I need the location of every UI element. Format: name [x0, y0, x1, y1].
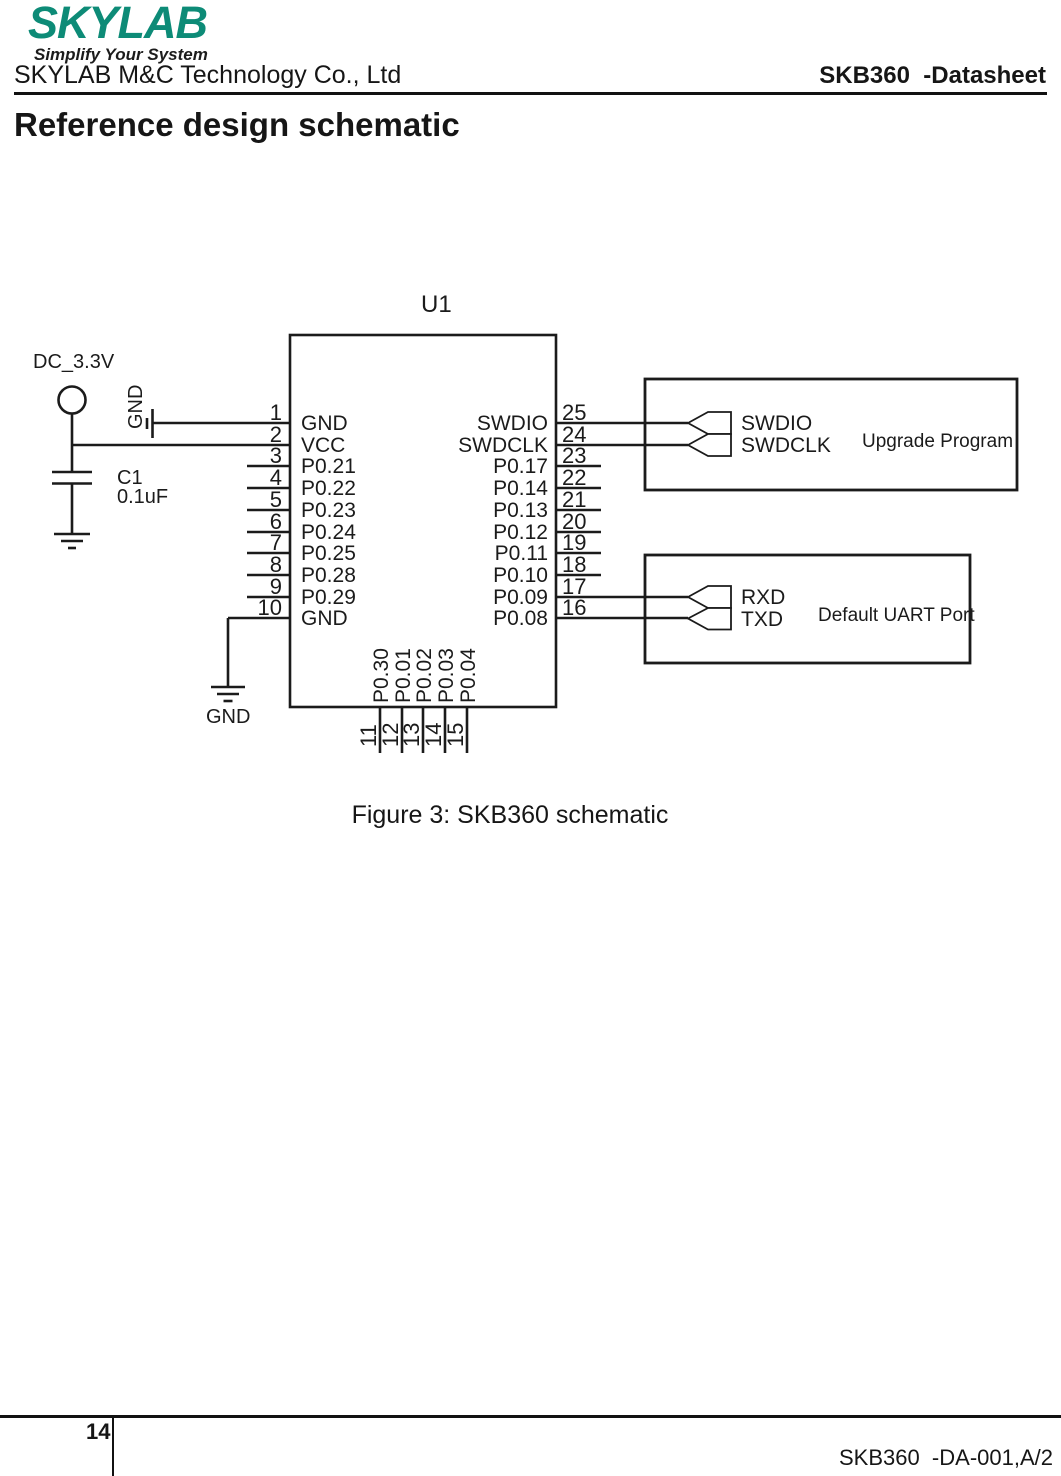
pin-number: 24: [562, 422, 586, 447]
pin-number: 8: [270, 552, 282, 577]
port-signal-label: TXD: [741, 608, 783, 631]
pin-number: 2: [270, 422, 282, 447]
pin-number: 4: [270, 465, 282, 490]
pin-number: 23: [562, 443, 586, 468]
pin-number: 25: [562, 400, 586, 425]
pin-number: 12: [378, 723, 403, 747]
pin-label: GND: [301, 607, 348, 630]
pin-label: P0.30: [370, 648, 393, 703]
pin-number: 6: [270, 509, 282, 534]
pin-label: VCC: [301, 434, 345, 457]
pin-label: P0.24: [301, 521, 356, 544]
pin-label: P0.04: [457, 648, 480, 703]
ground-symbol: [211, 685, 245, 703]
pin-number: 15: [443, 723, 468, 747]
footer-doc-ref: SKB360 -DA-001,A/2: [838, 1445, 1053, 1470]
pin-label: P0.12: [493, 521, 548, 544]
port-tag-icon: [686, 411, 732, 631]
pin-number: 5: [270, 487, 282, 512]
pin-number: 10: [258, 595, 282, 620]
pin-number: 19: [562, 530, 586, 555]
pin-number: 16: [562, 595, 586, 620]
pin-label: P0.09: [493, 586, 548, 609]
pin-label: P0.29: [301, 586, 356, 609]
skylab-logo: SKYLAB: [28, 0, 208, 48]
pin-label: SWDIO: [477, 412, 548, 435]
pin-label: P0.21: [301, 455, 356, 478]
schematic-wires: [52, 333, 1019, 753]
uart-port-box: [643, 553, 972, 665]
pin-label: P0.17: [493, 455, 548, 478]
ground-tap-icon: [145, 409, 154, 438]
ground-symbol: [54, 532, 90, 550]
port-signal-label: RXD: [741, 586, 785, 609]
pin-number: 7: [270, 530, 282, 555]
header-doc-title: SKB360 -Datasheet: [819, 62, 1046, 89]
page-title: Reference design schematic: [14, 106, 460, 143]
upgrade-program-label: Upgrade Program: [862, 431, 1013, 452]
capacitor-icon: [52, 470, 92, 485]
port-signal-label: SWDCLK: [741, 434, 831, 457]
gnd-label-bottom: GND: [206, 706, 250, 728]
power-rail-label: DC_3.3V: [33, 351, 115, 373]
pin-label: P0.08: [493, 607, 548, 630]
pin-label: P0.10: [493, 564, 548, 587]
pin-number: 18: [562, 552, 586, 577]
upgrade-program-box: [643, 377, 1019, 492]
pin-label: P0.28: [301, 564, 356, 587]
ic-designator: U1: [421, 291, 452, 318]
pin-number: 9: [270, 574, 282, 599]
header-rule: [14, 92, 1047, 95]
uart-port-label: Default UART Port: [818, 605, 975, 626]
pin-label: P0.25: [301, 542, 356, 565]
pin-label: GND: [301, 412, 348, 435]
power-terminal-icon: [57, 385, 87, 415]
pin-number: 20: [562, 509, 586, 534]
pin-number: 13: [399, 723, 424, 747]
page-number: 14: [86, 1419, 111, 1444]
footer-divider: [112, 1415, 114, 1476]
pin-number: 11: [356, 724, 381, 747]
pin-label: P0.22: [301, 477, 356, 500]
pin-label: P0.03: [435, 648, 458, 703]
pin-label: SWDCLK: [458, 434, 548, 457]
figure-caption: Figure 3: SKB360 schematic: [351, 801, 669, 829]
pin-number: 14: [421, 723, 446, 747]
gnd-label-top: GND: [125, 385, 147, 429]
pin-number: 17: [562, 574, 586, 599]
cap-value-label: 0.1uF: [117, 486, 168, 508]
pin-number: 21: [562, 487, 586, 512]
company-name: SKYLAB M&C Technology Co., Ltd: [14, 61, 402, 89]
footer-rule: [0, 1415, 1061, 1418]
pin-label: P0.01: [392, 648, 415, 703]
cap-ref-label: C1: [117, 467, 143, 489]
pin-number: 1: [270, 400, 282, 425]
pin-label: P0.11: [495, 542, 548, 565]
pin-number: 3: [270, 443, 282, 468]
pin-label: P0.23: [301, 499, 356, 522]
pin-label: P0.13: [493, 499, 548, 522]
pin-label: P0.02: [413, 648, 436, 703]
pin-number: 22: [562, 465, 586, 490]
logo-tagline: Simplify Your System: [34, 45, 208, 64]
port-signal-label: SWDIO: [741, 412, 812, 435]
pin-label: P0.14: [493, 477, 548, 500]
